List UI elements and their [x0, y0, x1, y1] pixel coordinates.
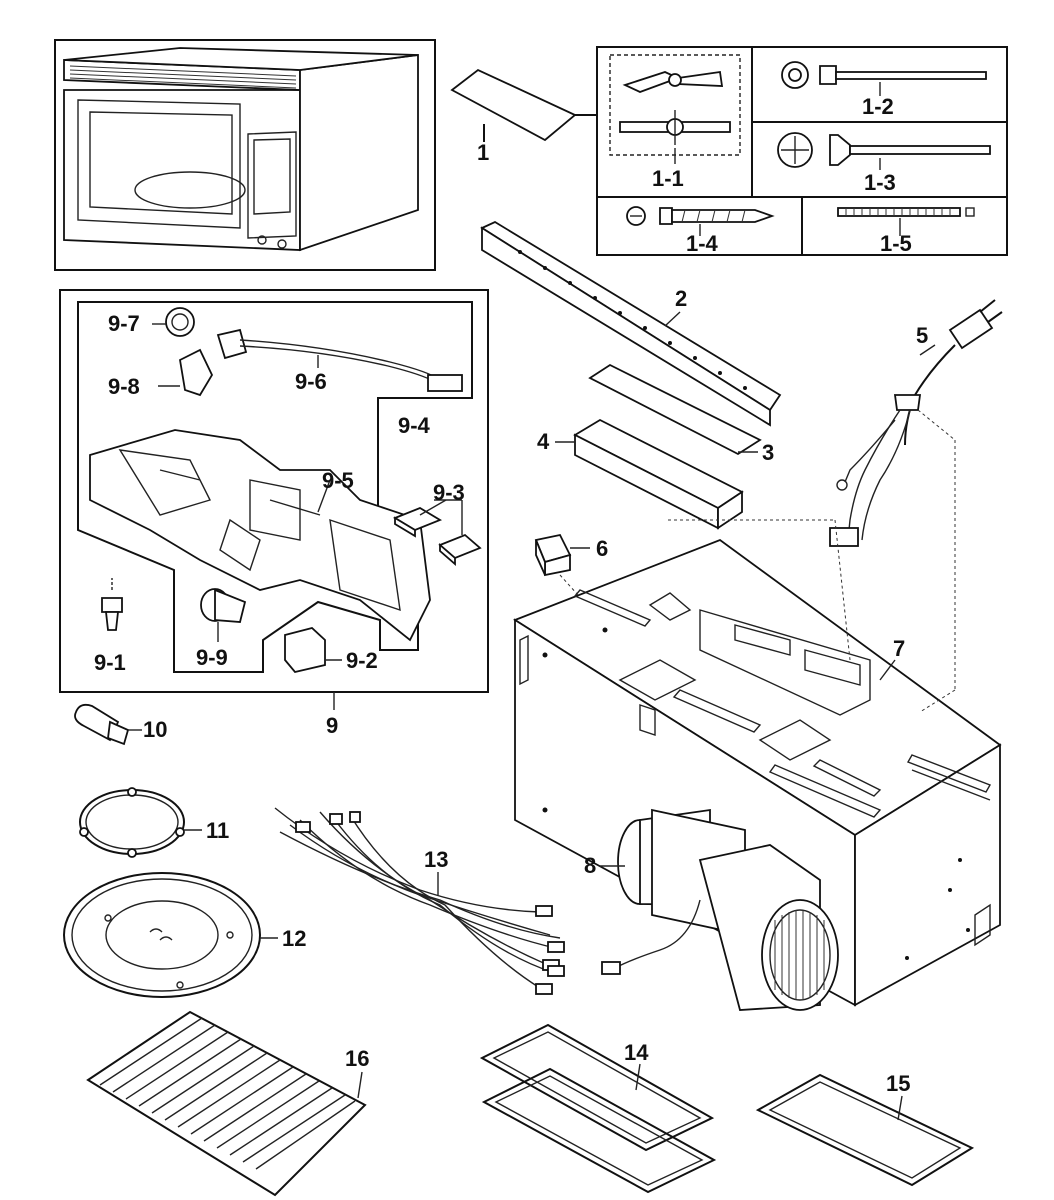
label-15: 15 [886, 1071, 910, 1096]
label-9-1: 9-1 [94, 650, 126, 675]
label-7: 7 [893, 636, 905, 661]
hardware-kit-box [596, 46, 1008, 256]
label-9-8: 9-8 [108, 374, 140, 399]
label-4: 4 [537, 429, 550, 454]
charcoal-filter [755, 1073, 975, 1187]
oven-rack [86, 1010, 367, 1197]
label-6: 6 [596, 536, 608, 561]
control-assembly-box [59, 289, 489, 710]
hardware-bag [450, 68, 598, 142]
latch-part [534, 533, 590, 577]
label-12: 12 [282, 926, 306, 951]
label-9-2: 9-2 [346, 648, 378, 673]
label-10: 10 [143, 717, 167, 742]
label-9-4: 9-4 [398, 413, 431, 438]
label-9-7: 9-7 [108, 311, 140, 336]
label-9: 9 [326, 713, 338, 738]
label-2: 2 [675, 286, 687, 311]
light-bulb [74, 703, 142, 746]
label-9-6: 9-6 [295, 369, 327, 394]
label-3: 3 [762, 440, 774, 465]
label-5: 5 [916, 323, 928, 348]
label-13: 13 [424, 847, 448, 872]
microwave-unit [54, 39, 436, 271]
label-1-5: 1-5 [880, 231, 912, 256]
label-9-3: 9-3 [433, 480, 465, 505]
wire-harness [274, 807, 565, 995]
label-1: 1 [477, 140, 489, 165]
label-11: 11 [206, 818, 229, 843]
label-9-5: 9-5 [322, 468, 354, 493]
blower-motor [600, 808, 839, 1011]
mounting-rail [480, 220, 782, 427]
label-16: 16 [345, 1046, 369, 1071]
assembly-guide-lines [559, 409, 956, 713]
roller-ring [79, 787, 202, 858]
label-1-1: 1-1 [652, 166, 684, 191]
label-8: 8 [584, 853, 596, 878]
grease-filters [479, 1023, 717, 1194]
label-1-3: 1-3 [864, 170, 896, 195]
label-9-9: 9-9 [196, 645, 228, 670]
power-cord [829, 299, 1003, 547]
label-1-2: 1-2 [862, 94, 894, 119]
label-1-4: 1-4 [686, 231, 719, 256]
turntable-tray [63, 872, 278, 998]
label-14: 14 [624, 1040, 649, 1065]
filter-duct-parts [555, 363, 762, 530]
